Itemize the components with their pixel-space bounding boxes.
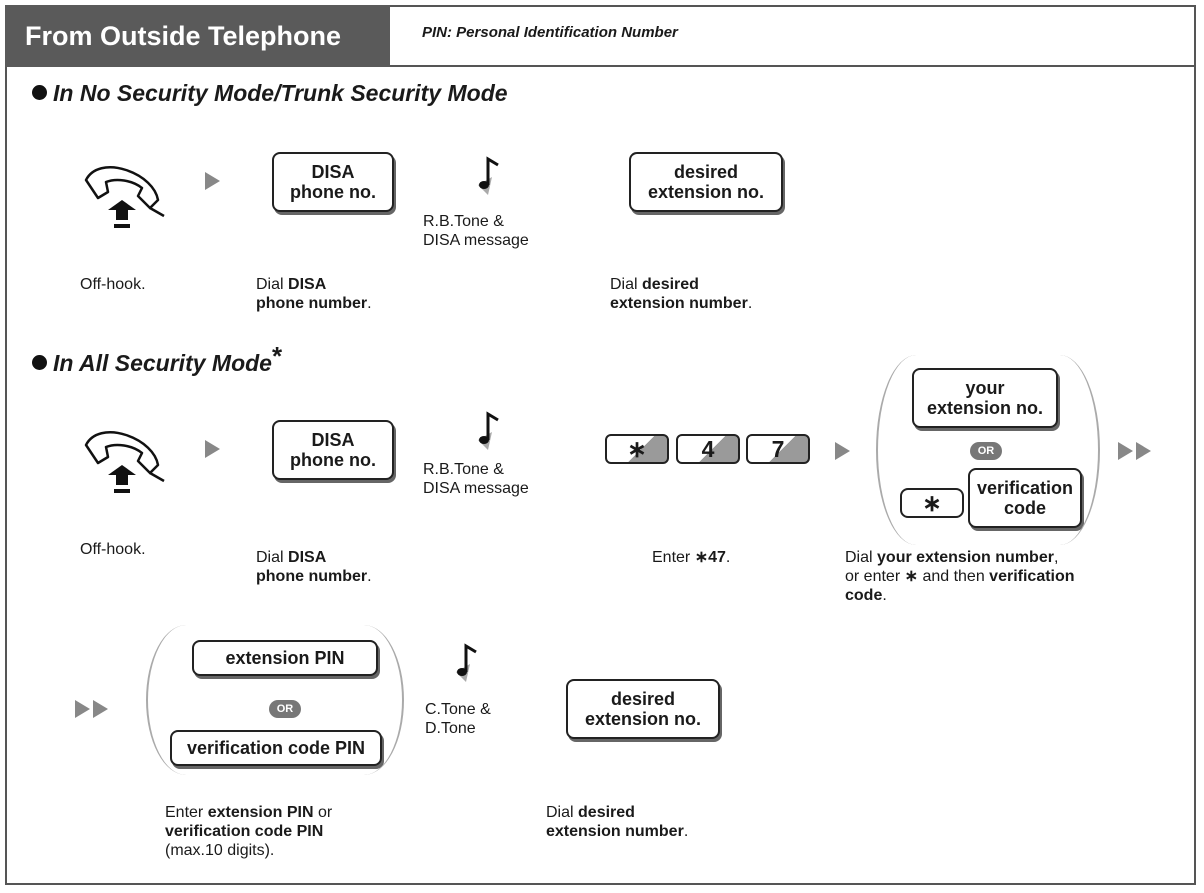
- header-rule: [390, 65, 1196, 67]
- caption-dial-your-extension: Dial your extension number, or enter ∗ a…: [845, 549, 1075, 604]
- mode1-title-text: In No Security Mode/Trunk Security Mode: [53, 80, 508, 106]
- handset-offhook-icon: [84, 431, 165, 493]
- caption-dial-disa: Dial DISA phone number.: [256, 549, 372, 585]
- footnote-star: *: [271, 341, 283, 371]
- paren-left: [876, 355, 916, 545]
- caption-offhook: Off-hook.: [80, 541, 146, 558]
- arrow-icon: [1118, 442, 1133, 460]
- arrow-icon: [205, 172, 220, 190]
- caption-enter-pin: Enter extension PIN or verification code…: [165, 804, 333, 859]
- caption-offhook: Off-hook.: [80, 276, 146, 293]
- caption-enter-code: Enter ∗47.: [652, 549, 731, 566]
- tone-label: R.B.Tone &DISA message: [423, 213, 529, 249]
- key-extension-pin: extension PIN: [192, 640, 378, 676]
- arrow-icon: [93, 700, 108, 718]
- key-verification-code-pin: verification code PIN: [170, 730, 382, 766]
- bullet-icon: [32, 85, 47, 100]
- key-7: 7: [746, 434, 810, 464]
- bullet-icon: [32, 355, 47, 370]
- paren-right: [1060, 355, 1100, 545]
- key-4: 4: [676, 434, 740, 464]
- arrow-icon: [205, 440, 220, 458]
- caption-dial-extension: Dial desired extension number.: [610, 276, 753, 312]
- caption-dial-extension: Dial desired extension number.: [546, 804, 689, 840]
- key-star: ∗: [605, 434, 669, 464]
- header-title: From Outside Telephone: [5, 5, 390, 67]
- tone-icon: [478, 411, 499, 450]
- key-star: ∗: [900, 488, 964, 518]
- header-note: PIN: Personal Identification Number: [422, 24, 678, 41]
- mode1-title: In No Security Mode/Trunk Security Mode: [32, 80, 508, 107]
- paren-left: [146, 625, 186, 775]
- arrow-icon: [835, 442, 850, 460]
- mode2-title: In All Security Mode*: [32, 343, 282, 377]
- or-badge: OR: [970, 442, 1002, 460]
- arrow-icon: [1136, 442, 1151, 460]
- arrow-icon: [75, 700, 90, 718]
- tone-label: R.B.Tone &DISA message: [423, 461, 529, 497]
- mode2-title-text: In All Security Mode: [53, 350, 272, 376]
- tone-label: C.Tone &D.Tone: [425, 701, 491, 737]
- caption-dial-disa: Dial DISA phone number.: [256, 276, 372, 312]
- paren-right: [364, 625, 404, 775]
- diagram-frame: [5, 5, 1196, 885]
- tone-icon: [478, 156, 499, 195]
- handset-offhook-icon: [84, 166, 165, 228]
- or-badge: OR: [269, 700, 301, 718]
- tone-icon: [456, 643, 477, 682]
